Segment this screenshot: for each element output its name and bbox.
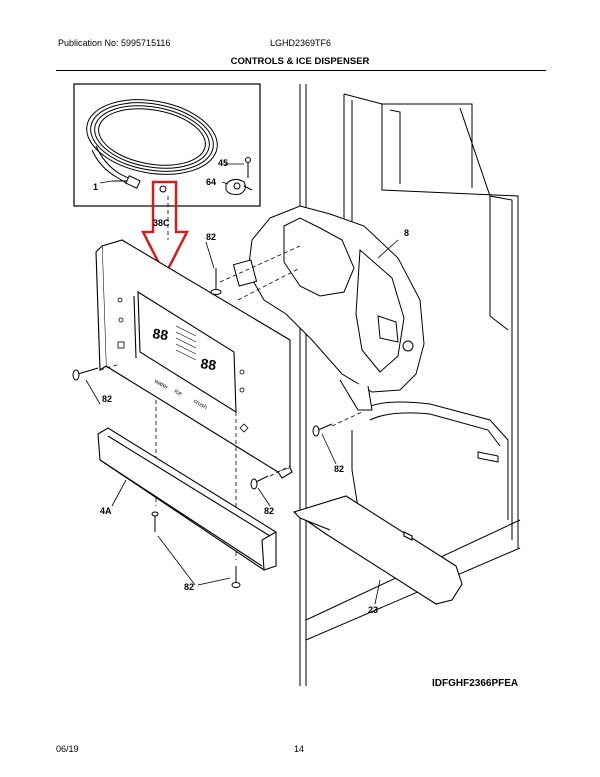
inset-frame [73, 83, 261, 207]
callout-82-right: 82 [334, 464, 344, 474]
screw-82-right [312, 423, 333, 437]
tube-fitting [112, 175, 141, 189]
publication-number: Publication No: 5995715116 [58, 38, 171, 48]
leader-lines [85, 239, 399, 605]
screw-82-bottom [231, 566, 241, 588]
door-cavity [299, 84, 521, 686]
red-pointer-arrow [140, 180, 190, 278]
tube-end-marker [159, 185, 167, 193]
screw-45 [245, 157, 251, 178]
screw-82-left [72, 367, 99, 381]
callout-4a: 4A [100, 506, 112, 516]
callout-64: 64 [206, 177, 216, 187]
screw-82-mid [250, 475, 269, 490]
panel-buttons [117, 297, 249, 433]
callout-1: 1 [93, 182, 98, 192]
display-readout-right: 88 [200, 355, 218, 373]
screws [72, 268, 333, 588]
page-number: 14 [294, 744, 305, 754]
water-tube-coil [86, 99, 218, 185]
model-number: LGHD2369TF6 [270, 38, 332, 48]
screw-82-small [151, 511, 159, 532]
title-rule [56, 70, 546, 71]
display-readout-left: 88 [152, 325, 170, 343]
callout-45: 45 [218, 158, 228, 168]
drip-tray-23 [292, 495, 463, 605]
footer-date: 06/19 [56, 744, 79, 754]
callouts: 1 45 64 38C 82 8 82 82 82 4A 82 23 [93, 158, 409, 615]
btn-ice-label: ice [173, 389, 183, 398]
callout-82-left: 82 [102, 394, 112, 404]
clip-64 [225, 178, 253, 195]
callout-82-bottom: 82 [184, 582, 194, 592]
diagram-code: IDFGHF2366PFEA [432, 678, 519, 689]
callout-82-mid: 82 [264, 506, 274, 516]
callout-23: 23 [368, 605, 378, 615]
alignment-lines [99, 196, 363, 560]
tubing-inset [73, 83, 261, 207]
trim-bar-4a [97, 427, 277, 571]
screw-82-top [210, 268, 222, 295]
callout-8: 8 [404, 228, 409, 238]
callout-38c: 38C [153, 218, 170, 228]
dispenser-module [232, 205, 425, 411]
callout-82-top: 82 [206, 232, 216, 242]
page-title: CONTROLS & ICE DISPENSER [230, 56, 370, 67]
